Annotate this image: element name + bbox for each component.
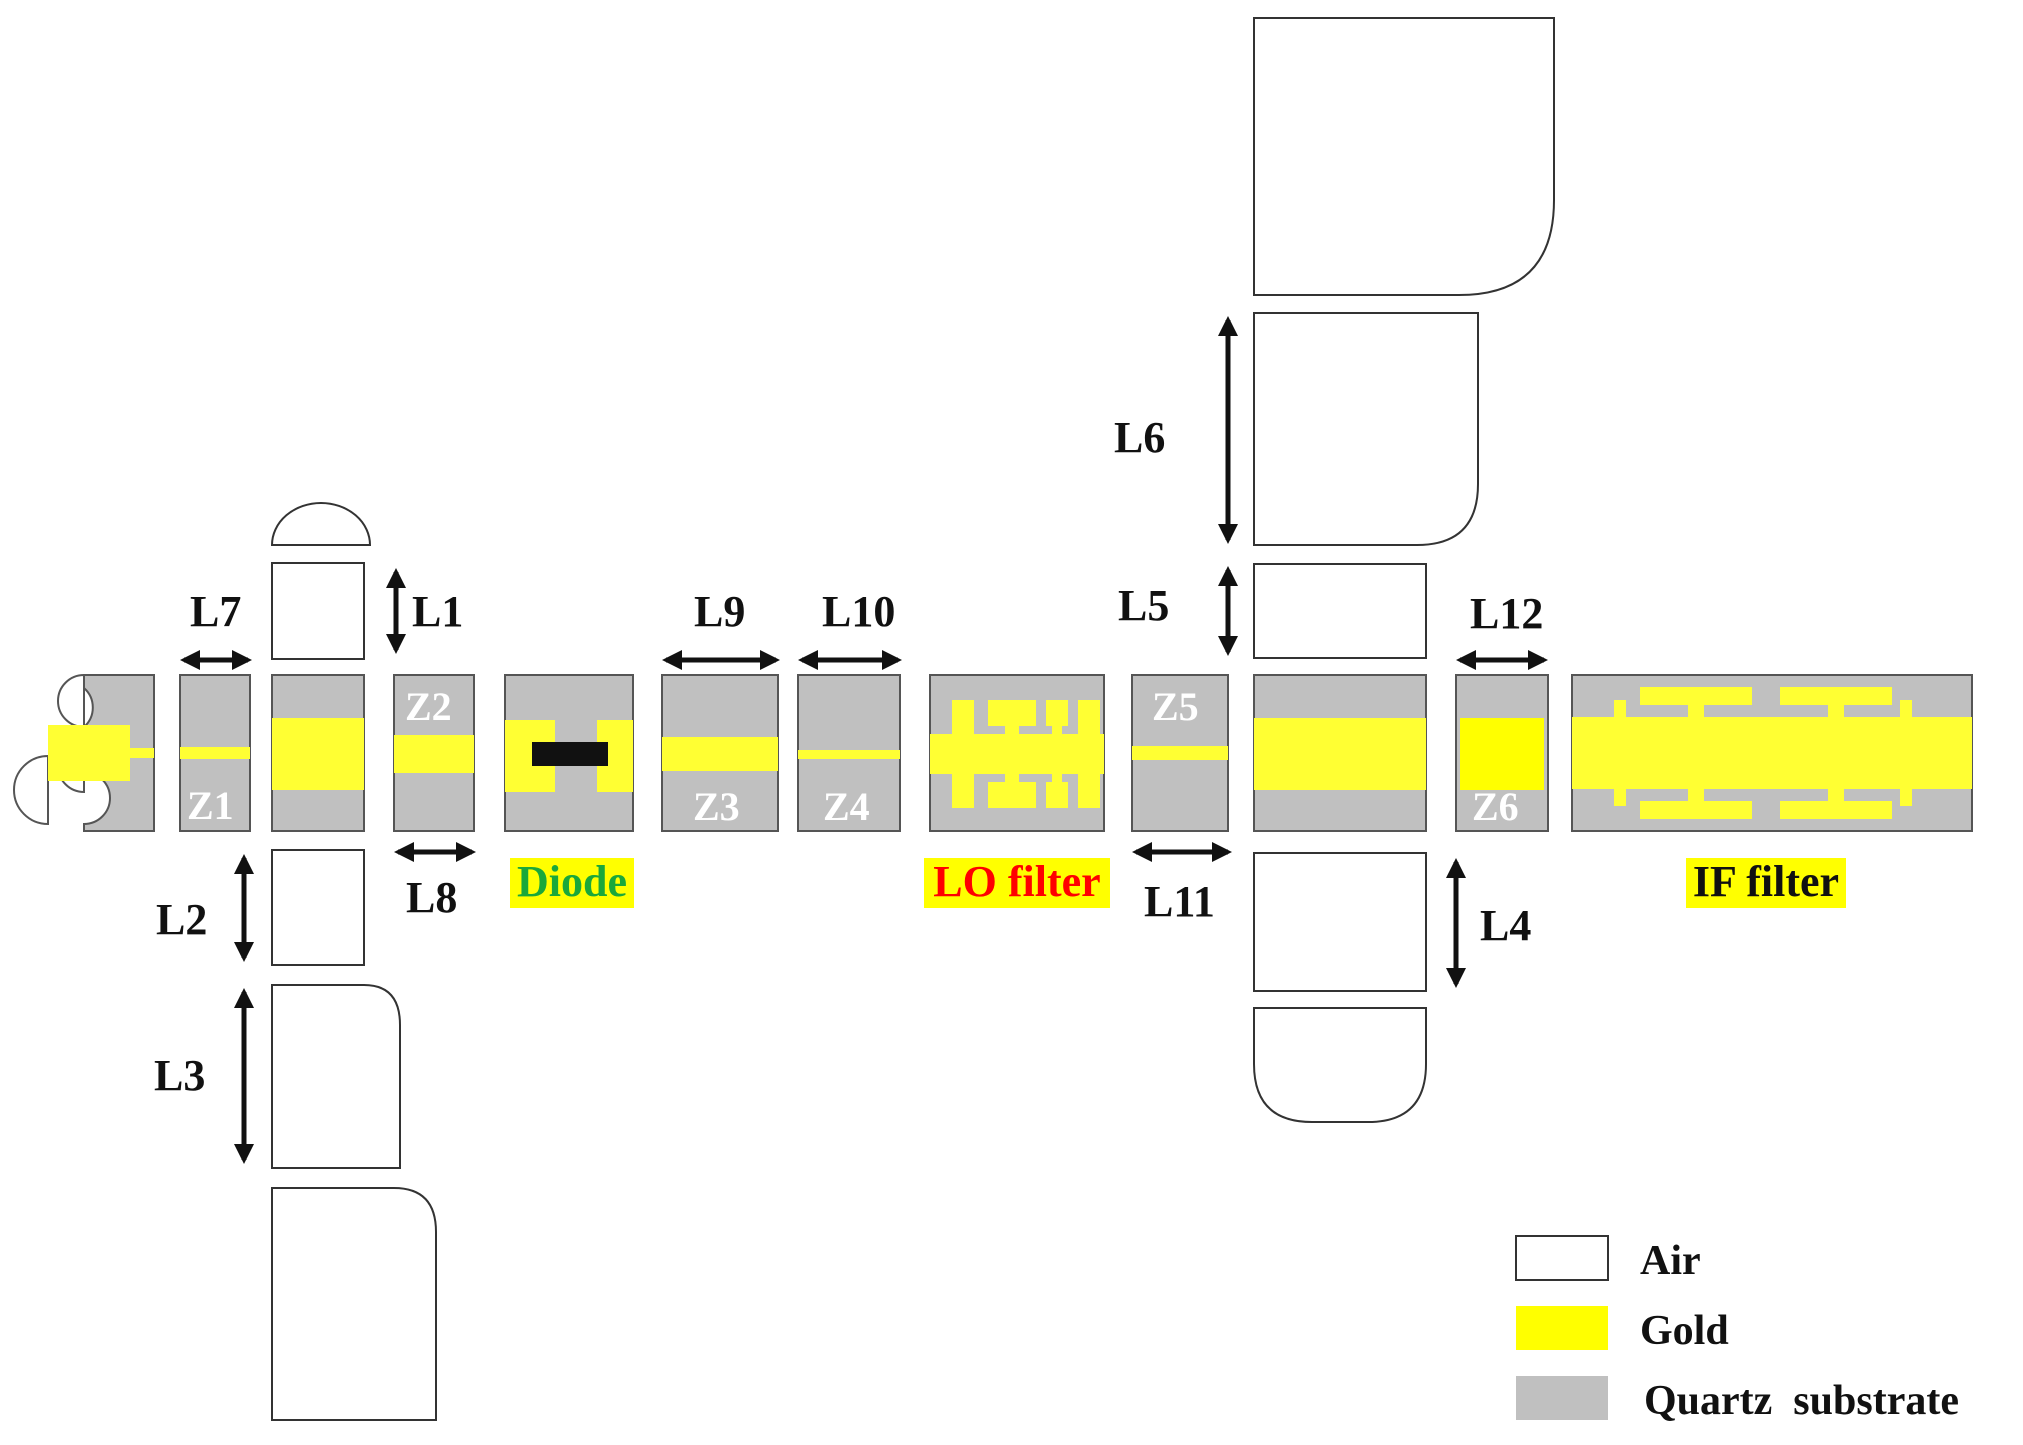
label-z1: Z1 bbox=[187, 783, 234, 828]
impedance-labels: Z1 Z2 Z3 Z4 Z5 Z6 bbox=[187, 684, 1519, 829]
label-lo-filter: LO filter bbox=[933, 857, 1100, 906]
label-z5: Z5 bbox=[1152, 684, 1199, 729]
label-l1: L1 bbox=[412, 587, 463, 636]
label-l10: L10 bbox=[822, 587, 895, 636]
label-z4: Z4 bbox=[823, 784, 870, 829]
section-lo-filter bbox=[929, 674, 1105, 832]
label-l2: L2 bbox=[156, 895, 207, 944]
air-box-l6 bbox=[1253, 312, 1479, 546]
label-z2: Z2 bbox=[405, 684, 452, 729]
label-l4: L4 bbox=[1480, 901, 1531, 950]
label-diode: Diode bbox=[517, 857, 627, 906]
component-labels: Diode LO filter IF filter bbox=[510, 857, 1846, 908]
label-l7: L7 bbox=[190, 587, 241, 636]
air-cap-bottom bbox=[1253, 1007, 1427, 1123]
air-sections-right bbox=[1253, 17, 1555, 1123]
dimension-arrows bbox=[180, 316, 1548, 1164]
legend-swatch-air bbox=[1515, 1235, 1609, 1281]
substrate-sections bbox=[13, 673, 1973, 832]
air-box-l3 bbox=[271, 984, 401, 1169]
air-box-bottom bbox=[271, 1187, 437, 1421]
legend: Air Gold Quartz substrate bbox=[1515, 1235, 1959, 1424]
legend-label-quartz: Quartz substrate bbox=[1644, 1378, 1959, 1424]
dimension-labels: L1 L2 L3 L4 L5 L6 L7 L8 L9 L10 L11 L12 bbox=[154, 413, 1543, 1100]
air-box-l5 bbox=[1253, 563, 1427, 659]
air-sections-left bbox=[270, 502, 437, 1421]
label-l9: L9 bbox=[694, 587, 745, 636]
label-z3: Z3 bbox=[693, 784, 740, 829]
legend-swatch-gold bbox=[1516, 1306, 1608, 1350]
air-cap-top bbox=[270, 502, 372, 546]
input-probe bbox=[13, 673, 155, 832]
legend-label-air: Air bbox=[1640, 1238, 1701, 1284]
label-l11: L11 bbox=[1144, 877, 1215, 926]
air-box-top bbox=[1253, 17, 1555, 296]
air-box-l1 bbox=[271, 562, 365, 660]
label-if-filter: IF filter bbox=[1693, 857, 1839, 906]
label-z6: Z6 bbox=[1472, 784, 1519, 829]
section-if-filter bbox=[1571, 674, 1973, 832]
label-l12: L12 bbox=[1470, 589, 1543, 638]
label-l8: L8 bbox=[406, 873, 457, 922]
legend-swatch-quartz bbox=[1516, 1376, 1608, 1420]
label-l6: L6 bbox=[1114, 413, 1165, 462]
diode-chip bbox=[532, 742, 608, 766]
label-l5: L5 bbox=[1118, 581, 1169, 630]
label-l3: L3 bbox=[154, 1051, 205, 1100]
air-box-l2 bbox=[271, 849, 365, 966]
legend-label-gold: Gold bbox=[1640, 1308, 1729, 1354]
air-box-l4 bbox=[1253, 852, 1427, 992]
